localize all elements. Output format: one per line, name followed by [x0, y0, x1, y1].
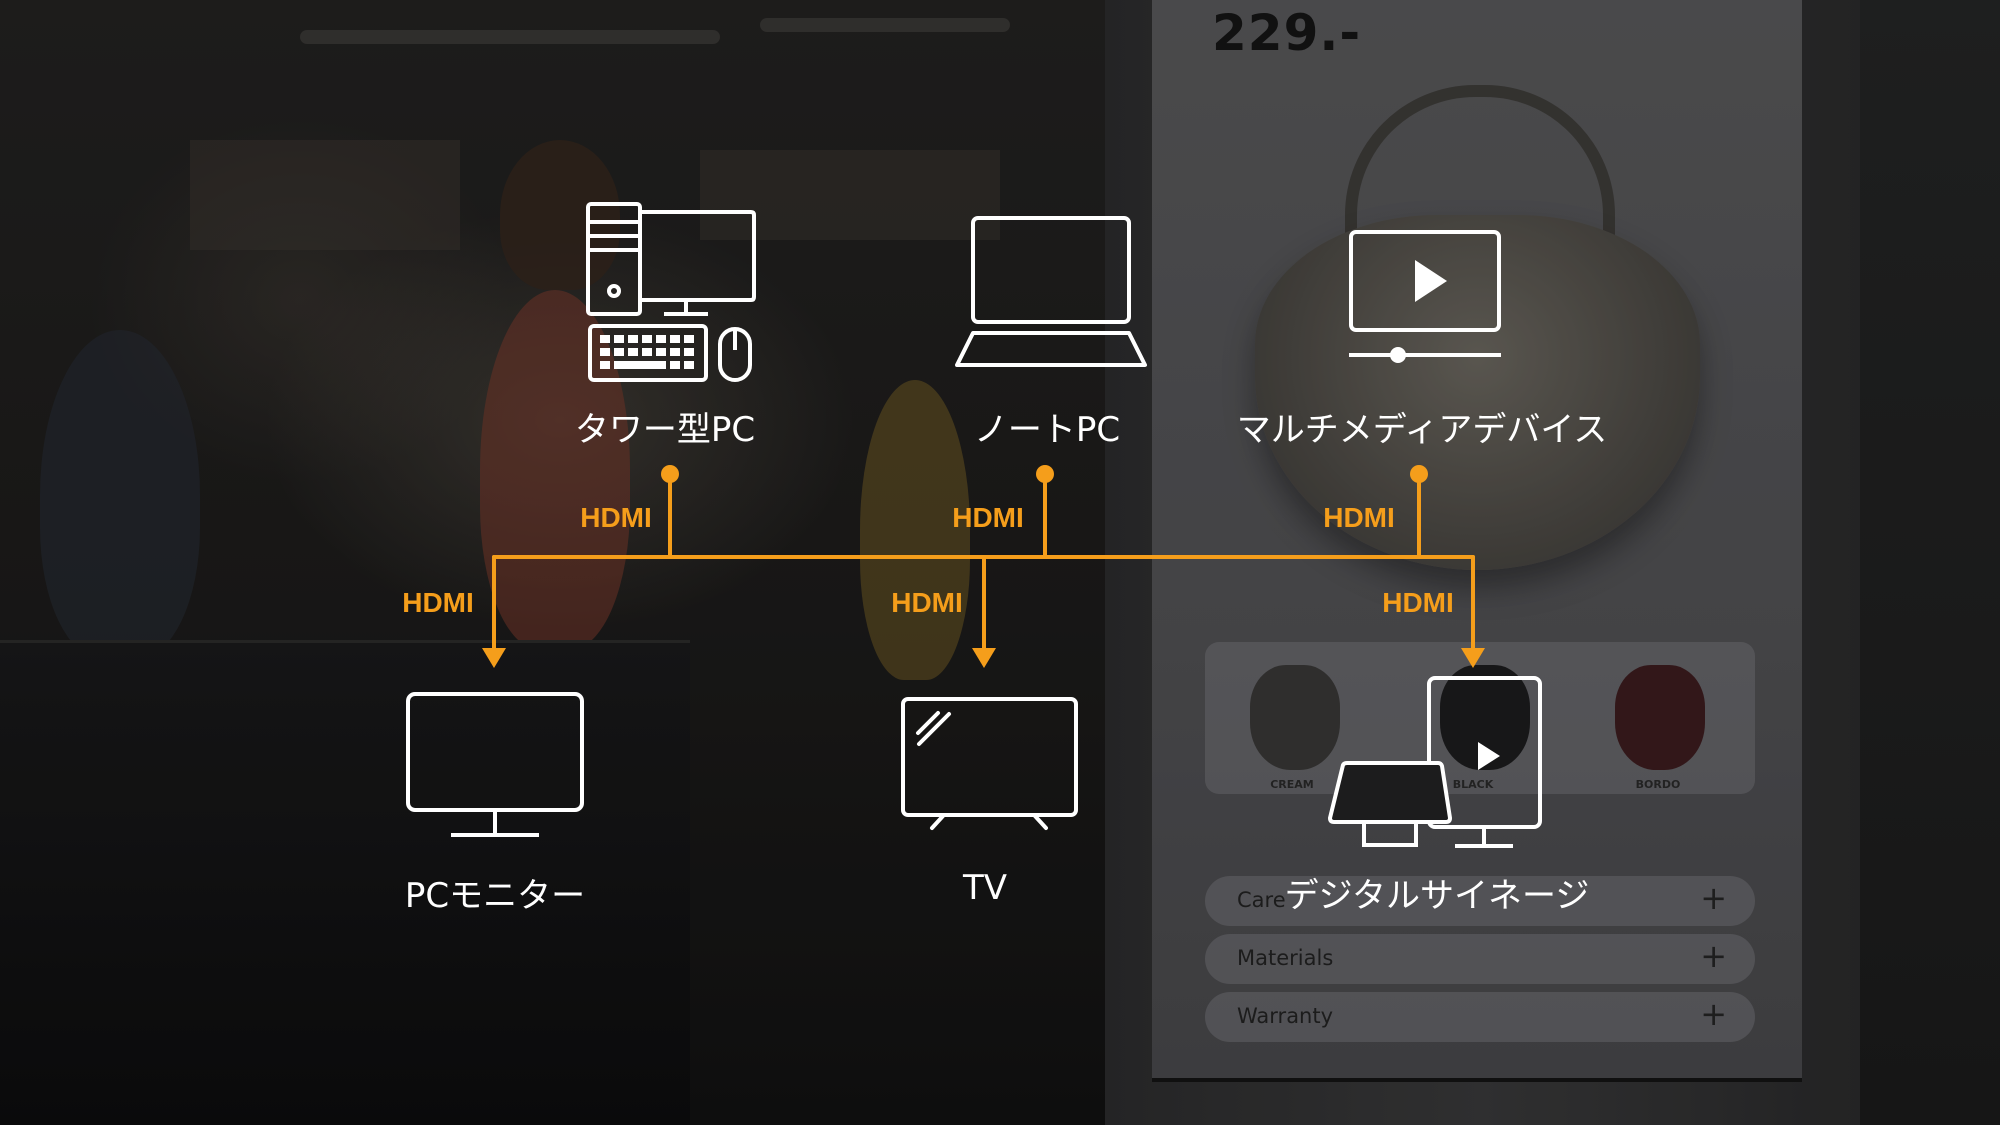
- arrow-head: [1461, 648, 1485, 668]
- person-silhouette: [40, 330, 200, 660]
- monitor-icon: [406, 692, 584, 837]
- plus-icon: +: [1700, 995, 1727, 1033]
- ceiling-light: [760, 18, 1010, 32]
- accordion-row-care: Care +: [1205, 876, 1755, 926]
- person-silhouette: [500, 140, 620, 290]
- kiosk-price: 229.-: [1212, 4, 1362, 62]
- hdmi-label: HDMI: [891, 587, 963, 618]
- connector-dot: [1410, 465, 1428, 483]
- arrow-head: [482, 648, 506, 668]
- store-shelf: [190, 140, 460, 250]
- tower-pc-icon: [586, 202, 756, 382]
- store-side-area: [1850, 0, 2000, 1125]
- plus-icon: +: [1700, 937, 1727, 975]
- label-pc-monitor: PCモニター: [404, 876, 586, 916]
- label-laptop: ノートPC: [973, 410, 1121, 450]
- store-shelf: [700, 150, 1000, 240]
- accordion-label: Warranty: [1237, 1004, 1334, 1028]
- plus-icon: +: [1700, 879, 1727, 917]
- person-silhouette: [860, 380, 970, 680]
- thumbnail-label: BORDO: [1635, 778, 1681, 791]
- thumbnail-bag: [1250, 665, 1340, 770]
- accordion-label: Care: [1237, 888, 1286, 912]
- hdmi-label: HDMI: [952, 502, 1024, 533]
- thumbnail-label: CREAM: [1270, 778, 1314, 791]
- signage-icon: [1328, 676, 1542, 848]
- label-digital-signage: デジタルサイネージ: [1284, 876, 1590, 916]
- hdmi-label: HDMI: [1382, 587, 1454, 618]
- hdmi-label: HDMI: [580, 502, 652, 533]
- handbag-image: [1255, 215, 1700, 570]
- hdmi-label: HDMI: [1323, 502, 1395, 533]
- hdmi-label: HDMI: [402, 587, 474, 618]
- media-player-icon: [1349, 230, 1501, 363]
- laptop-icon: [955, 216, 1147, 367]
- label-tv: TV: [962, 868, 1008, 908]
- accordion-row-materials: Materials +: [1205, 934, 1755, 984]
- label-multimedia-device: マルチメディアデバイス: [1236, 410, 1608, 450]
- checkout-counter: [0, 640, 690, 1125]
- accordion-label: Materials: [1237, 946, 1334, 970]
- tv-icon: [901, 697, 1078, 830]
- ceiling-light: [300, 30, 720, 44]
- connector-dot: [661, 465, 679, 483]
- thumbnail-label: BLACK: [1452, 778, 1494, 791]
- arrow-head: [972, 648, 996, 668]
- thumbnail-bag: [1615, 665, 1705, 770]
- connector-dot: [1036, 465, 1054, 483]
- keyboard-keys: [600, 335, 694, 369]
- label-tower-pc: タワー型PC: [574, 410, 756, 450]
- accordion-row-warranty: Warranty +: [1205, 992, 1755, 1042]
